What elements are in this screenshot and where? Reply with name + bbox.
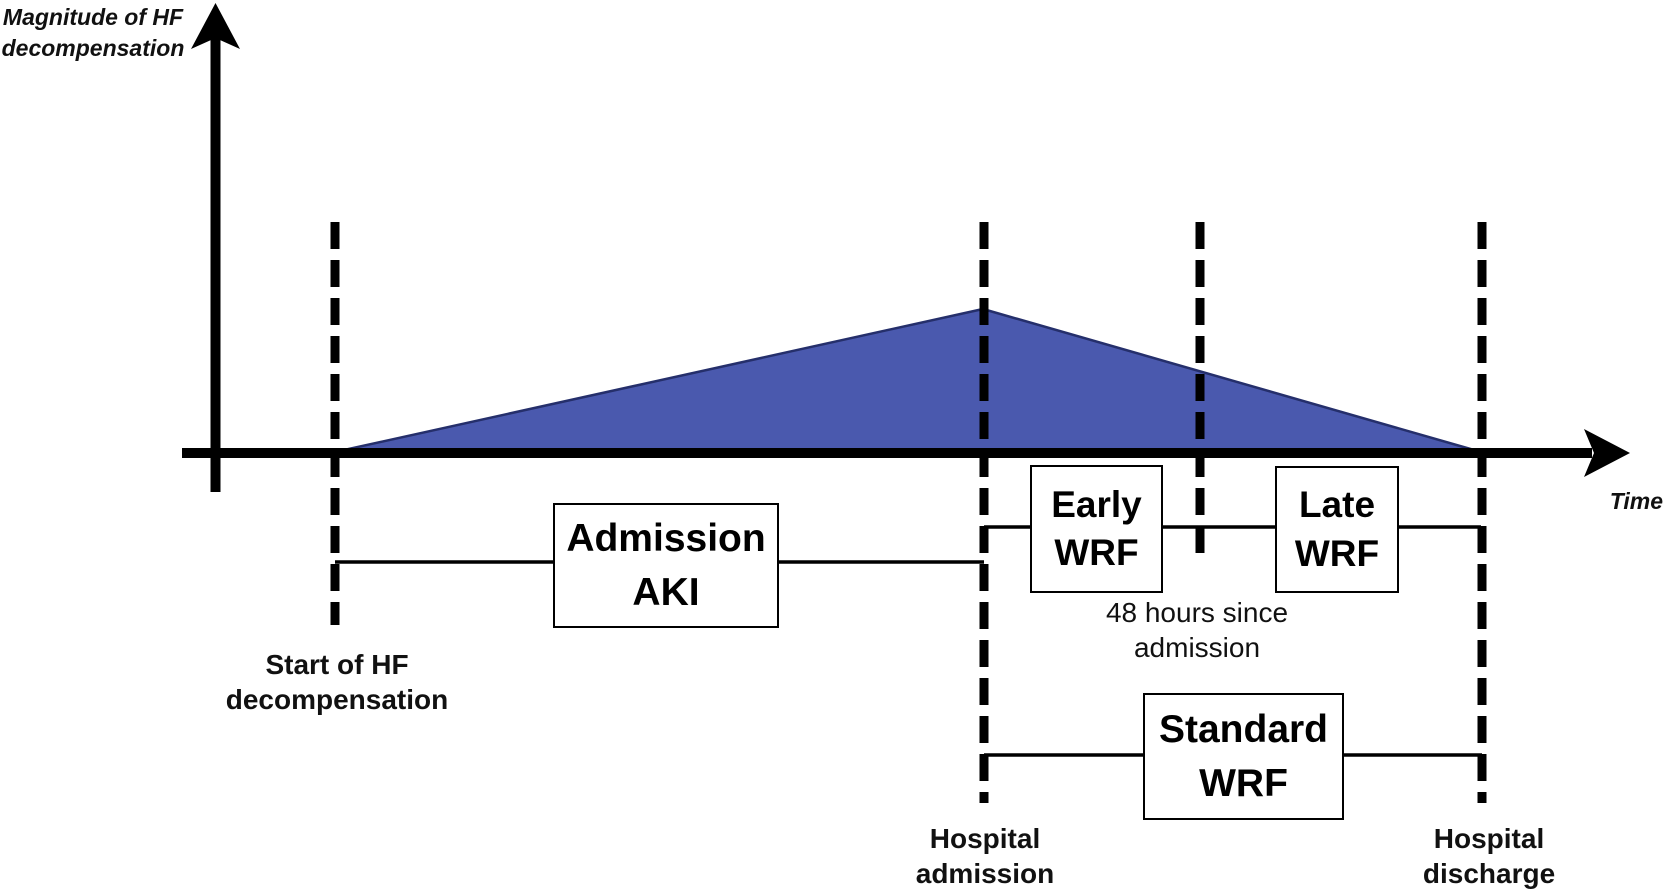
start-caption-line2: decompensation [225,683,449,715]
early-wrf-label-line1: Early [1051,483,1142,525]
late-wrf-box: Late WRF [1275,466,1399,593]
late-wrf-label-line2: WRF [1294,532,1380,574]
x-axis-label: Time [1609,488,1663,514]
y-axis-arrowhead-icon [191,3,240,49]
start-caption-line1: Start of HF [265,649,409,680]
y-axis-label-line1: Magnitude of HF [2,4,184,30]
late-wrf-label-line1: Late [1298,484,1376,526]
hospital-admission-caption: Hospital admission [885,822,1085,891]
start-of-decompensation-caption: Start of HF decompensation [187,648,487,717]
forty-eight-caption-line1: 48 hours since [1105,597,1289,628]
discharge-caption-line1: Hospital [1433,823,1545,854]
forty-eight-hours-caption: 48 hours since admission [1072,596,1322,665]
admission-caption-line2: admission [915,857,1055,889]
admission-aki-box: Admission AKI [553,503,779,628]
standard-wrf-label-line1: Standard [1158,707,1329,751]
discharge-caption-line2: discharge [1422,857,1556,889]
standard-wrf-label-line2: WRF [1199,761,1288,805]
admission-aki-label-line2: AKI [632,570,700,614]
admission-caption-line1: Hospital [929,823,1041,854]
early-wrf-box: Early WRF [1030,465,1163,593]
admission-aki-label-line1: Admission [566,516,766,560]
early-wrf-label-line2: WRF [1054,532,1139,573]
y-axis-label: Magnitude of HF decompensation [0,2,186,64]
decompensation-triangle [333,307,1483,454]
hospital-discharge-caption: Hospital discharge [1389,822,1589,891]
forty-eight-caption-line2: admission [1133,631,1261,663]
standard-wrf-box: Standard WRF [1143,693,1344,820]
x-axis-arrowhead-icon [1584,429,1630,477]
y-axis-label-line2: decompensation [1,35,185,62]
